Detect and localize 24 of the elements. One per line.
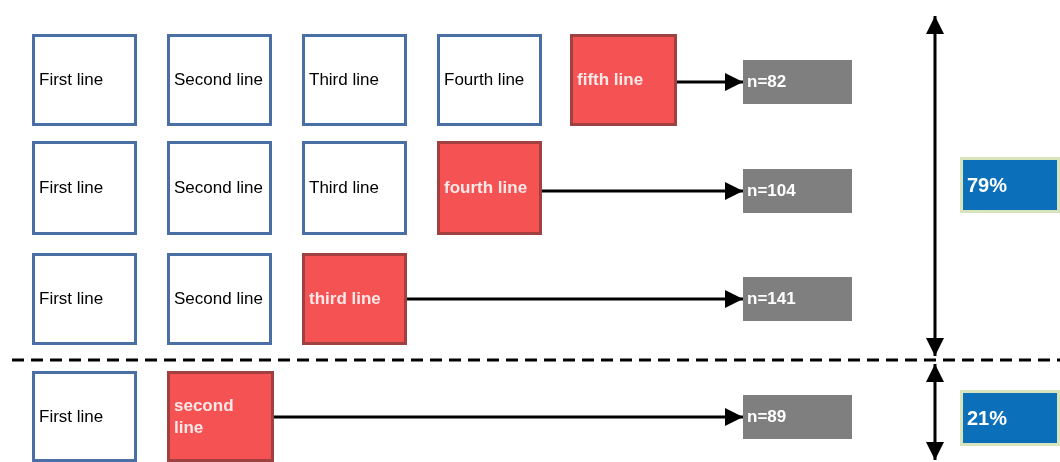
highlighted-step-box: fourth line xyxy=(437,141,542,235)
step-box: Second line xyxy=(167,34,272,126)
step-box: Second line xyxy=(167,253,272,345)
count-box: n=82 xyxy=(743,60,852,104)
percentage-box: 21% xyxy=(960,390,1060,446)
step-box: Third line xyxy=(302,34,407,126)
highlighted-step-box: fifth line xyxy=(570,34,677,126)
step-box: Third line xyxy=(302,141,407,235)
arrow xyxy=(542,182,743,200)
arrow xyxy=(677,73,743,91)
count-box: n=104 xyxy=(743,169,852,213)
arrow xyxy=(407,290,743,308)
percentage-box: 79% xyxy=(960,157,1060,213)
count-box: n=141 xyxy=(743,277,852,321)
step-box: Second line xyxy=(167,141,272,235)
arrow xyxy=(274,408,743,426)
step-box: First line xyxy=(32,34,137,126)
step-box: First line xyxy=(32,253,137,345)
step-box: First line xyxy=(32,371,137,462)
count-box: n=89 xyxy=(743,395,852,439)
step-box: Fourth line xyxy=(437,34,542,126)
highlighted-step-box: second line xyxy=(167,371,274,462)
step-box: First line xyxy=(32,141,137,235)
highlighted-step-box: third line xyxy=(302,253,407,345)
